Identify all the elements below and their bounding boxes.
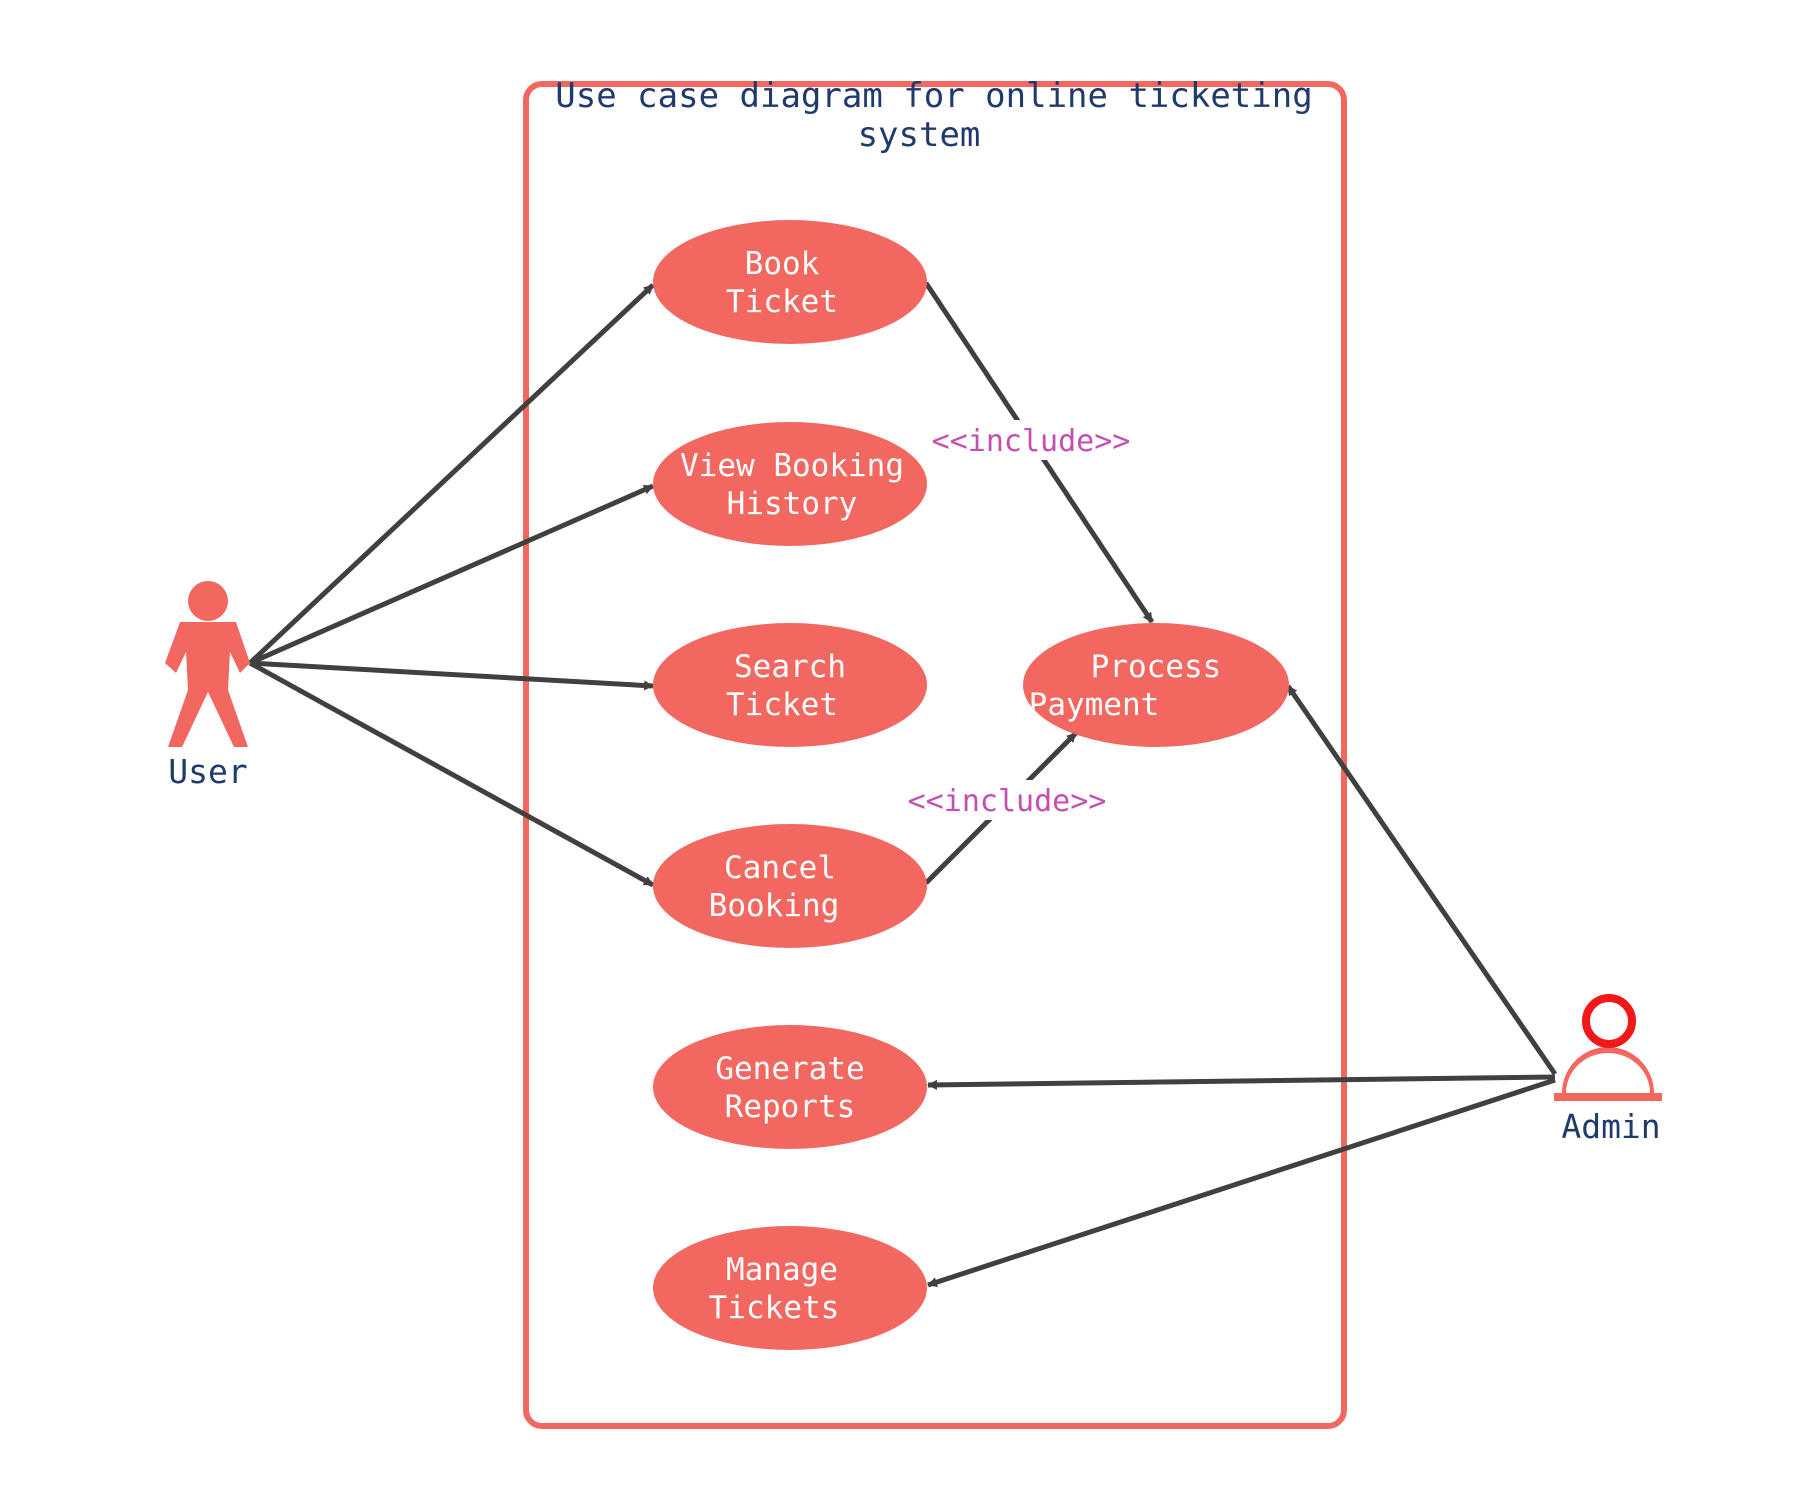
use-case-shape — [653, 1226, 927, 1350]
person-outline-icon — [1554, 994, 1662, 1101]
use-case-search-ticket[interactable]: Search Ticket — [653, 623, 927, 747]
edge-admin-manage-tickets — [927, 1077, 1556, 1288]
use-case-label: Generate — [715, 1051, 864, 1087]
use-case-label: View Booking — [680, 448, 904, 484]
connectors — [248, 281, 1558, 1288]
use-case-shape — [653, 1025, 927, 1149]
use-case-cancel-booking[interactable]: Cancel Booking — [653, 824, 927, 948]
system-boundary — [523, 81, 1347, 1429]
use-case-label: Booking — [709, 888, 840, 924]
use-case-manage-tickets[interactable]: Manage Tickets — [653, 1226, 927, 1350]
edge-user-search-ticket — [249, 660, 654, 691]
use-case-shape — [653, 824, 927, 948]
use-case-label: History — [727, 486, 858, 522]
use-case-label: Cancel — [724, 850, 836, 886]
use-case-label: Ticket — [726, 284, 838, 320]
person-figure-icon — [165, 581, 250, 747]
use-case-view-booking-history[interactable]: View Booking History — [653, 422, 927, 546]
use-case-shape — [653, 220, 927, 344]
include-label-bg-2 — [914, 780, 1100, 820]
use-case-label: Process — [1091, 649, 1222, 685]
diagram-title-line1: Use case diagram for online ticketing — [555, 76, 1312, 116]
include-label-2: <<include>> — [908, 784, 1107, 819]
diagram-title-line2: system — [858, 115, 981, 155]
edge-user-view-history — [248, 483, 655, 666]
edge-user-cancel-booking — [248, 660, 655, 888]
use-case-shape — [1023, 623, 1289, 747]
edge-user-book-ticket — [248, 283, 655, 665]
use-case-label: Search — [734, 649, 846, 685]
include-label-bg-1 — [938, 420, 1124, 460]
use-case-label: Manage — [726, 1252, 838, 1288]
edge-admin-generate-reports — [927, 1074, 1556, 1090]
edge-admin-payment — [1285, 684, 1558, 1076]
use-case-label: Payment — [1029, 687, 1160, 723]
actor-admin[interactable]: Admin — [1554, 994, 1662, 1146]
actor-label-user: User — [168, 752, 247, 791]
use-case-book-ticket[interactable]: Book Ticket — [653, 220, 927, 344]
actor-user[interactable]: User — [165, 581, 250, 791]
use-case-process-payment[interactable]: Process Payment — [1023, 623, 1289, 747]
include-label-1: <<include>> — [932, 424, 1131, 459]
use-case-label: Reports — [725, 1089, 856, 1125]
use-case-shape — [653, 422, 927, 546]
use-case-shape — [653, 623, 927, 747]
use-case-label: Ticket — [726, 687, 838, 723]
use-case-generate-reports[interactable]: Generate Reports — [653, 1025, 927, 1149]
use-case-label: Tickets — [709, 1290, 840, 1326]
actor-label-admin: Admin — [1561, 1107, 1660, 1146]
use-case-label: Book — [745, 246, 820, 282]
